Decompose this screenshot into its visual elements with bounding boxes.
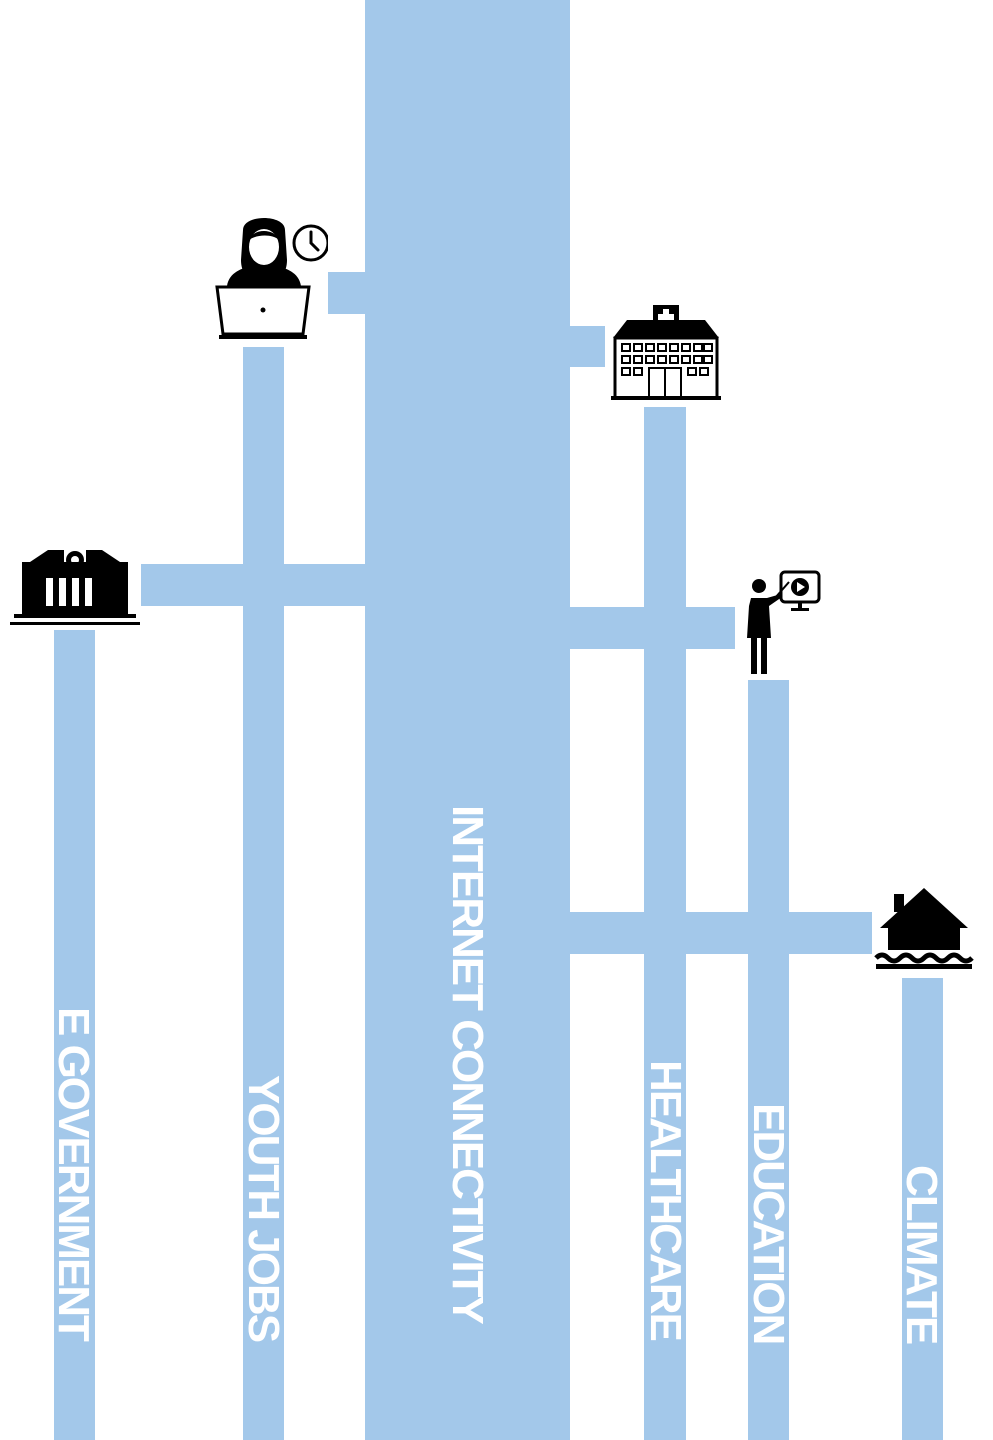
climate-connector (565, 912, 877, 954)
egov-branch (54, 630, 95, 1440)
government-building-icon (8, 540, 141, 630)
health-label: HEALTHCARE (641, 1060, 690, 1340)
edu-connector (565, 607, 743, 649)
edu-branch (748, 675, 789, 1440)
youth-label: YOUTH JOBS (239, 1075, 288, 1342)
woman-laptop-clock-icon (195, 212, 328, 347)
youth-connector (320, 272, 370, 314)
egov-connector (135, 564, 370, 606)
egov-label: E GOVERNMENT (49, 1007, 98, 1340)
flooded-house-icon (872, 878, 982, 978)
youth-branch (243, 340, 284, 1440)
main-trunk (365, 0, 570, 1440)
climate-branch (902, 972, 943, 1440)
health-connector (565, 326, 610, 367)
climate-label: CLIMATE (897, 1165, 946, 1344)
teacher-screen-icon (735, 568, 850, 680)
hospital-icon (605, 302, 730, 407)
edu-label: EDUCATION (744, 1103, 793, 1344)
main-label: INTERNET CONNECTIVITY (443, 805, 492, 1323)
